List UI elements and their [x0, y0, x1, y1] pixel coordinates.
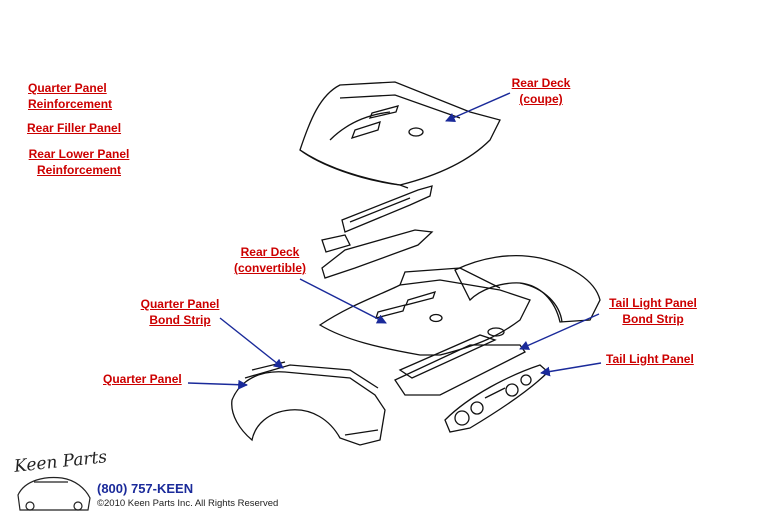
tail-light-panel-drawing	[394, 334, 549, 433]
link-rear-filler-panel[interactable]: Rear Filler Panel	[27, 121, 122, 135]
arrow-tail-light-panel-bond-strip	[519, 313, 600, 350]
arrow-tail-light-panel	[540, 362, 602, 377]
link-rear-deck-convertible-line2: (convertible)	[233, 261, 306, 275]
link-tail-light-panel-bond-strip-line2: Bond Strip	[622, 312, 684, 326]
link-quarter-panel-reinforcement-line1: Quarter Panel	[28, 81, 107, 95]
quarter-panel-drawing	[231, 361, 386, 446]
arrow-rear-deck-coupe	[445, 92, 511, 122]
link-tail-light-panel-bond-strip[interactable]: Tail Light Panel Bond Strip	[604, 295, 702, 327]
link-rear-deck-coupe[interactable]: Rear Deck (coupe)	[505, 75, 577, 107]
link-tail-light-panel-bond-strip-line1: Tail Light Panel	[609, 296, 697, 310]
link-rear-lower-panel-reinforcement[interactable]: Rear Lower Panel Reinforcement	[26, 146, 132, 178]
link-quarter-panel[interactable]: Quarter Panel	[103, 372, 182, 386]
link-rear-deck-convertible-line1: Rear Deck	[240, 245, 300, 259]
link-quarter-panel-reinforcement-line2: Reinforcement	[28, 97, 113, 111]
link-quarter-panel-bond-strip-line2: Bond Strip	[149, 313, 211, 327]
link-rear-lower-panel-reinforcement-line2: Reinforcement	[36, 163, 122, 177]
phone-number: (800) 757-KEEN	[97, 481, 194, 496]
link-quarter-panel-bond-strip[interactable]: Quarter Panel Bond Strip	[135, 296, 225, 328]
link-rear-deck-convertible[interactable]: Rear Deck (convertible)	[230, 244, 310, 276]
rear-filler-panel-drawing	[321, 185, 434, 279]
rear-deck-coupe-drawing	[299, 81, 501, 189]
link-rear-deck-coupe-line2: (coupe)	[519, 92, 563, 106]
link-rear-lower-panel-reinforcement-line1: Rear Lower Panel	[28, 147, 130, 161]
arrow-rear-deck-convertible	[299, 278, 387, 324]
callout-arrows	[187, 92, 602, 390]
keen-parts-logo-car	[17, 476, 91, 511]
link-quarter-panel-bond-strip-line1: Quarter Panel	[140, 297, 220, 311]
link-tail-light-panel[interactable]: Tail Light Panel	[606, 352, 694, 366]
copyright-notice: ©2010 Keen Parts Inc. All Rights Reserve…	[97, 498, 279, 509]
arrow-quarter-panel	[187, 379, 248, 390]
arrow-quarter-panel-bond-strip	[219, 317, 284, 369]
link-rear-deck-coupe-line1: Rear Deck	[511, 76, 571, 90]
rear-deck-convertible-drawing	[318, 267, 531, 356]
link-quarter-panel-reinforcement[interactable]: Quarter Panel Reinforcement	[28, 80, 112, 112]
right-quarter-panel-drawing	[454, 255, 601, 323]
